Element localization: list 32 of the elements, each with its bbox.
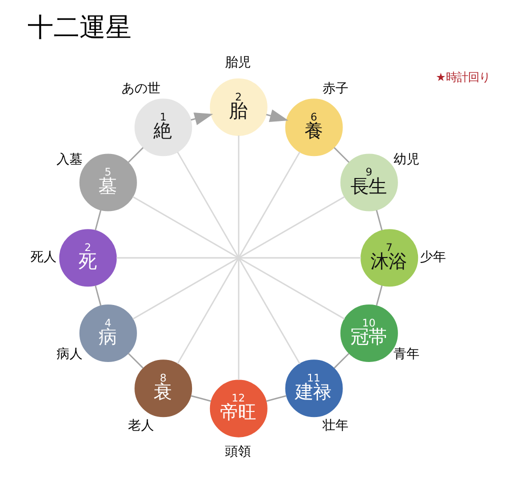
node-circle: 11 建禄	[284, 360, 342, 418]
connector	[94, 285, 101, 306]
node-circle: 6 養	[284, 98, 342, 156]
connector	[176, 152, 300, 364]
node-label: 死人	[30, 250, 56, 265]
connector	[333, 147, 349, 163]
node-circle: 7 沐浴	[360, 229, 418, 287]
connector	[94, 210, 101, 230]
node-label: 頭領	[224, 444, 251, 460]
node-label: 老人	[127, 418, 154, 434]
node-circle: 12 帝旺	[209, 380, 267, 438]
node-label: 赤子	[322, 81, 348, 96]
node-circle: 1 絶	[134, 98, 192, 156]
connector	[132, 196, 344, 320]
connector	[116, 257, 360, 259]
connector	[190, 395, 211, 402]
node-label: 少年	[419, 250, 446, 265]
label: ★時計回り	[435, 70, 490, 84]
connector	[127, 352, 144, 369]
connector	[127, 147, 144, 163]
connector	[375, 210, 382, 230]
connector	[375, 285, 382, 306]
node-circle: 2 胎	[209, 78, 267, 136]
node-circle: 2 死	[58, 229, 116, 287]
connector	[266, 395, 286, 402]
node-label: 胎児	[224, 55, 251, 70]
node-label: 壮年	[322, 418, 348, 434]
node-label: あの世	[120, 81, 160, 96]
connector	[237, 136, 239, 380]
diagram-title: 十二運星	[26, 13, 131, 44]
node-circle: 8 衰	[134, 360, 192, 418]
connector	[333, 352, 349, 369]
